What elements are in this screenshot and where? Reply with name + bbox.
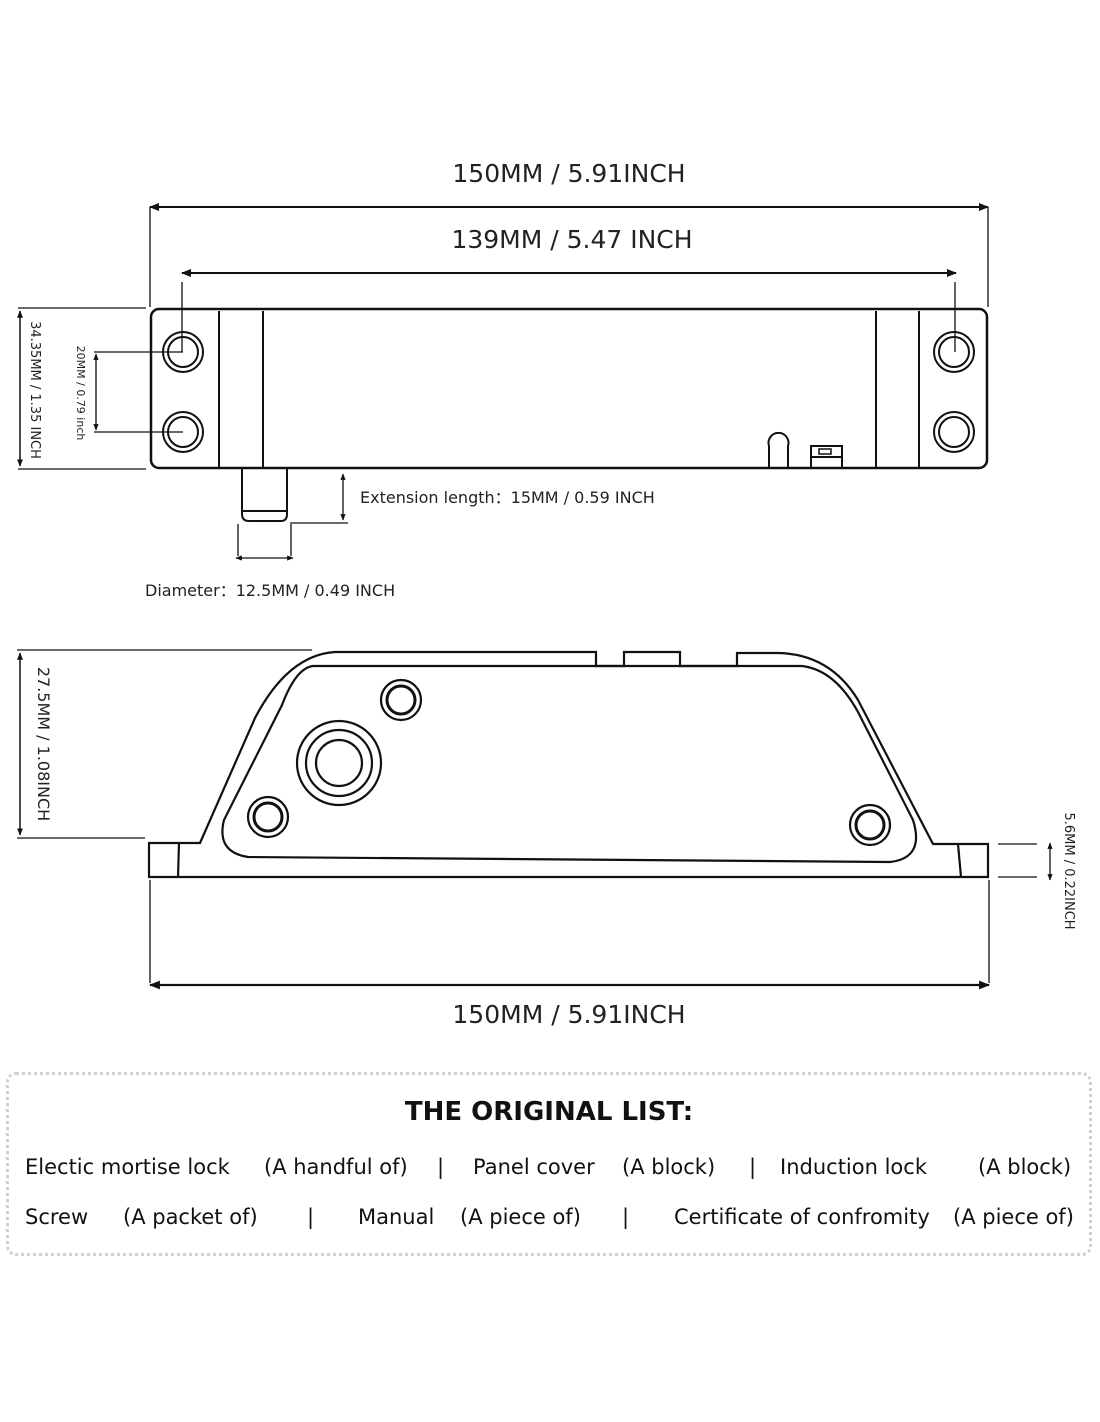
technical-drawing: 150MM / 5.91INCH 139MM / 5.47 INCH 34.35…	[17, 159, 1076, 1029]
top-view	[17, 203, 989, 561]
list-item-name: Panel cover	[473, 1155, 595, 1179]
list-item-qty: (A block)	[978, 1155, 1072, 1179]
list-item-qty: (A handful of)	[264, 1155, 408, 1179]
overall-length-label: 150MM / 5.91INCH	[452, 159, 685, 188]
side-view-labels: 27.5MM / 1.08INCH 5.6MM / 0.22INCH 150MM…	[34, 667, 1076, 1029]
side-length-label: 150MM / 5.91INCH	[452, 1000, 685, 1029]
list-separator: |	[622, 1205, 630, 1229]
list-item-qty: (A block)	[622, 1155, 716, 1179]
list-item-qty: (A piece of)	[460, 1205, 581, 1229]
list-item-name: Induction lock	[780, 1155, 927, 1179]
list-item-qty: (A piece of)	[953, 1205, 1074, 1229]
inner-plate	[221, 664, 918, 864]
package-list-box: THE ORIGINAL LIST: Electic mortise lock …	[6, 1072, 1092, 1256]
list-item-name: Screw	[25, 1205, 89, 1229]
list-item-name: Electic mortise lock	[25, 1155, 230, 1179]
screw-hole	[246, 795, 290, 839]
lock-bolt	[241, 469, 288, 522]
screw-hole	[848, 803, 892, 847]
side-height-label: 27.5MM / 1.08INCH	[34, 667, 53, 821]
list-separator: |	[749, 1155, 757, 1179]
foot-divider-right	[956, 843, 963, 878]
bolt-hole	[295, 719, 383, 807]
hole-spacing-label: 139MM / 5.47 INCH	[451, 225, 692, 254]
side-view	[17, 649, 1053, 990]
hole-pitch-label: 20MM / 0.79 inch	[74, 346, 87, 441]
mounting-hole	[933, 411, 975, 453]
lock-body-top	[149, 307, 989, 470]
mounting-hole	[933, 331, 975, 373]
screw-hole	[379, 678, 423, 722]
diameter-label: Diameter：12.5MM / 0.49 INCH	[145, 581, 395, 600]
foot-divider-left	[176, 842, 181, 878]
list-separator: |	[307, 1205, 315, 1229]
switch-icon	[810, 445, 843, 469]
base-thickness-label: 5.6MM / 0.22INCH	[1061, 812, 1076, 929]
list-separator: |	[437, 1155, 445, 1179]
package-list-row: Screw (A packet of) | Manual (A piece of…	[23, 1205, 1075, 1235]
height-label: 34.35MM / 1.35 INCH	[27, 321, 42, 459]
housing-outline	[147, 650, 990, 879]
package-list-row: Electic mortise lock (A handful of) | Pa…	[23, 1155, 1075, 1185]
top-view-labels: 150MM / 5.91INCH 139MM / 5.47 INCH 34.35…	[27, 159, 693, 600]
package-list-title: THE ORIGINAL LIST:	[404, 1097, 694, 1127]
sensor-icon	[767, 431, 790, 468]
list-item-name: Certificate of confromity	[674, 1205, 930, 1229]
extension-label: Extension length：15MM / 0.59 INCH	[360, 488, 655, 507]
list-item-qty: (A packet of)	[123, 1205, 258, 1229]
list-item-name: Manual	[358, 1205, 435, 1229]
